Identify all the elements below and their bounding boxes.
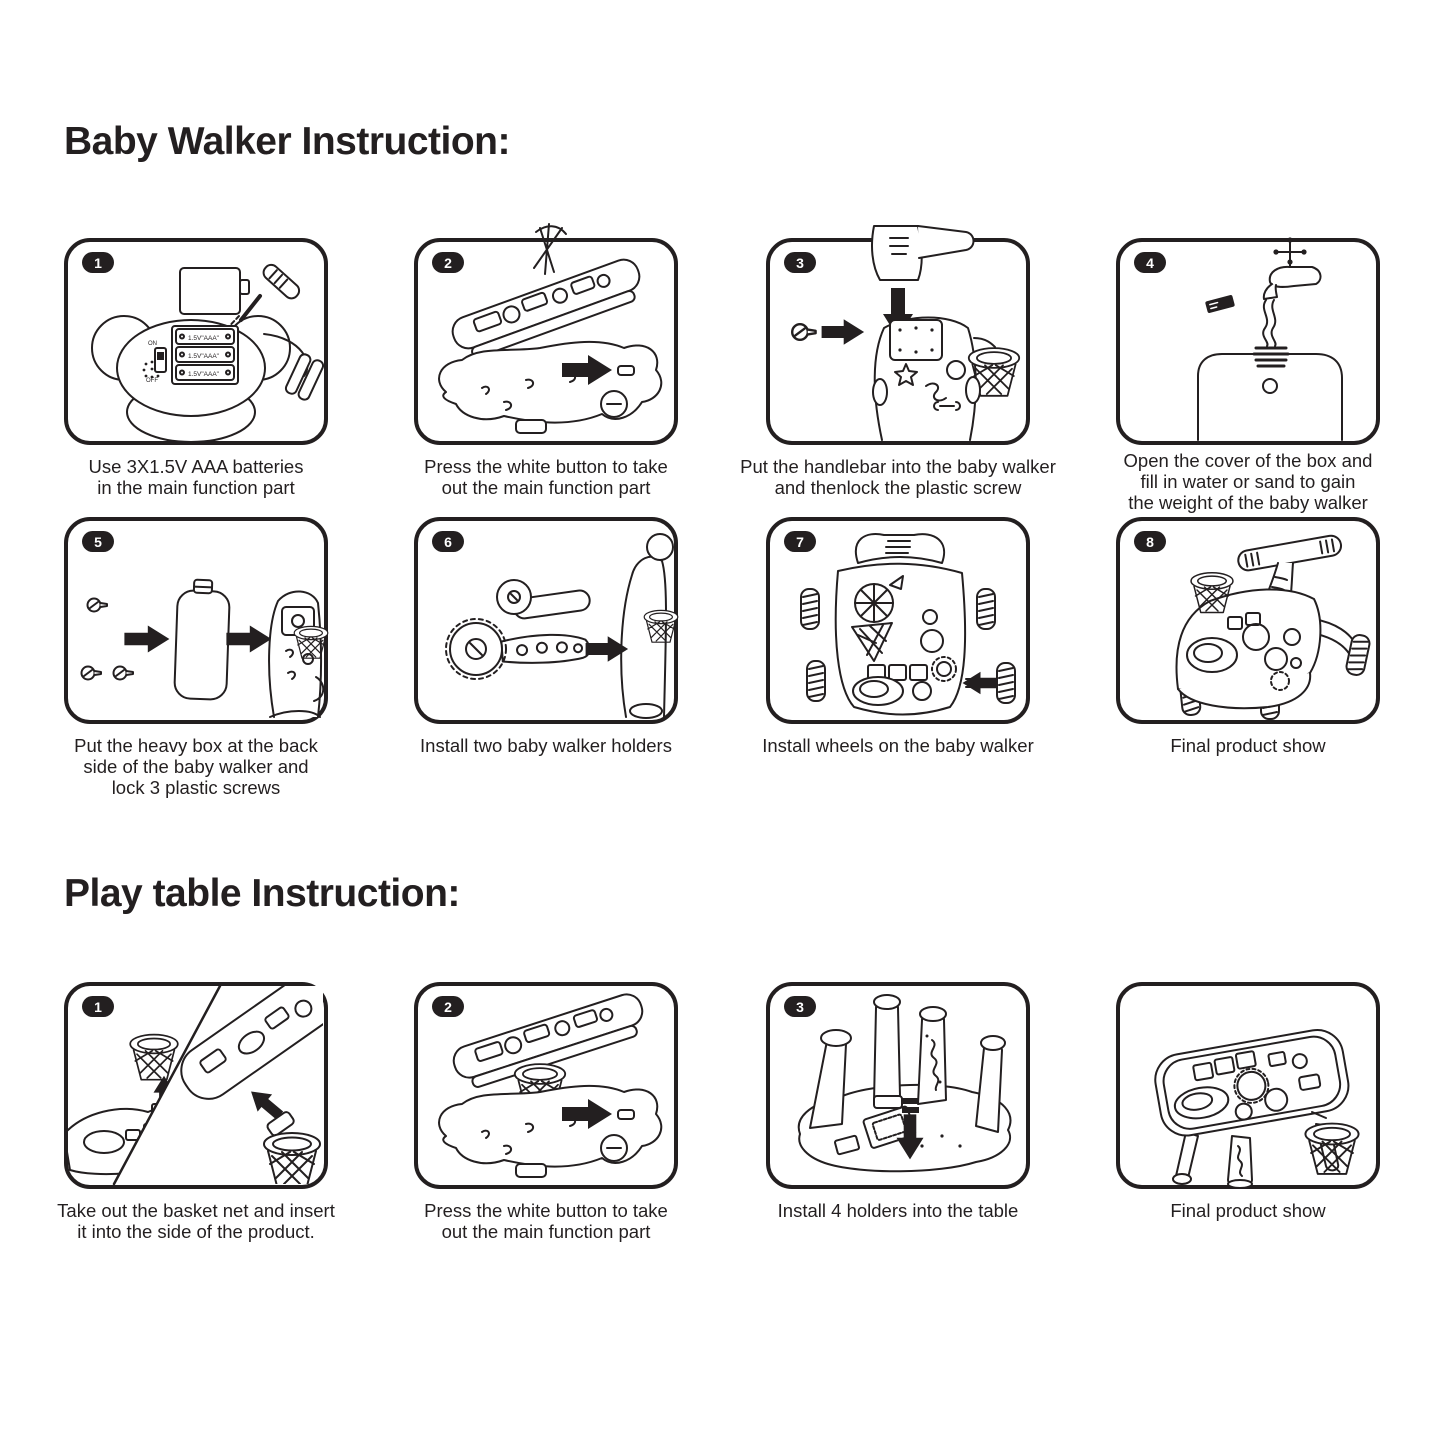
walker-step-1-panel: 1 1.5V"AAA": [64, 238, 328, 445]
step-number-badge: 3: [784, 996, 816, 1017]
table-step-3-panel: 3: [766, 982, 1030, 1189]
step-caption: Press the white button to take out the m…: [424, 456, 668, 498]
step-number-badge: 5: [82, 531, 114, 552]
step-caption: Put the handlebar into the baby walker a…: [740, 456, 1056, 498]
walker-step-6-illustration-holders: [445, 533, 679, 719]
walker-step-6-panel: 6: [414, 517, 679, 724]
walker-step-1-illustration-batteries: 1.5V"AAA" 1.5V"AAA" 1.5V"AAA" ON OFF: [91, 263, 325, 443]
step-number-badge: 2: [432, 252, 464, 273]
step-caption: Install wheels on the baby walker: [762, 735, 1034, 756]
walker-step-3-panel: 3: [766, 225, 1030, 445]
step-caption: Press the white button to take out the m…: [424, 1200, 668, 1242]
step-caption: Final product show: [1170, 735, 1326, 756]
step-caption: Take out the basket net and insert it in…: [57, 1200, 335, 1242]
table-step-3-illustration-table-holders: [797, 994, 1012, 1173]
walker-step-7-panel: 7: [766, 517, 1030, 724]
step-number-badge: 7: [784, 531, 816, 552]
step-number-badge: 1: [82, 996, 114, 1017]
table-step-4-illustration-final-table: [1154, 1028, 1360, 1189]
walker-step-5-panel: 5: [64, 517, 329, 724]
step-caption: Install two baby walker holders: [420, 735, 672, 756]
step-caption: Put the heavy box at the back side of th…: [74, 735, 318, 798]
battery-label: 1.5V"AAA": [188, 335, 220, 342]
switch-off-label: OFF: [146, 378, 158, 384]
step-number-badge: 8: [1134, 531, 1166, 552]
step-caption: Use 3X1.5V AAA batteries in the main fun…: [88, 456, 304, 498]
table-step-2-panel: 2: [414, 982, 678, 1189]
battery-label: 1.5V"AAA": [188, 371, 220, 378]
walker-step-2-panel: 2: [414, 223, 678, 445]
switch-on-label: ON: [148, 341, 157, 347]
step-number-badge: 6: [432, 531, 464, 552]
step-number-badge: 4: [1134, 252, 1166, 273]
step-caption: Open the cover of the box and fill in wa…: [1123, 450, 1373, 513]
walker-step-4-illustration-water-fill: [1197, 237, 1343, 441]
walker-step-4-panel: 4: [1116, 237, 1380, 445]
step-number-badge: 1: [82, 252, 114, 273]
step-number-badge: 3: [784, 252, 816, 273]
table-step-1-panel: 1: [64, 982, 328, 1189]
walker-section-title: Baby Walker Instruction:: [64, 120, 510, 163]
step-number-badge: 2: [432, 996, 464, 1017]
step-caption: Install 4 holders into the table: [777, 1200, 1019, 1221]
walker-step-5-illustration-heavy-box: [80, 578, 329, 718]
walker-step-2-illustration-function-bar: [438, 223, 663, 434]
step-caption: Final product show: [1170, 1200, 1326, 1221]
table-step-1-illustration-basket-net: [68, 984, 323, 1186]
walker-step-7-illustration-wheels: [800, 533, 1016, 716]
walker-step-8-illustration-final-walker: [1175, 534, 1372, 720]
table-section-title: Play table Instruction:: [64, 872, 460, 915]
battery-label: 1.5V"AAA": [188, 353, 220, 360]
table-step-4-panel: [1116, 982, 1380, 1189]
walker-step-3-illustration-handlebar: [791, 225, 1021, 441]
walker-step-8-panel: 8: [1116, 517, 1380, 724]
